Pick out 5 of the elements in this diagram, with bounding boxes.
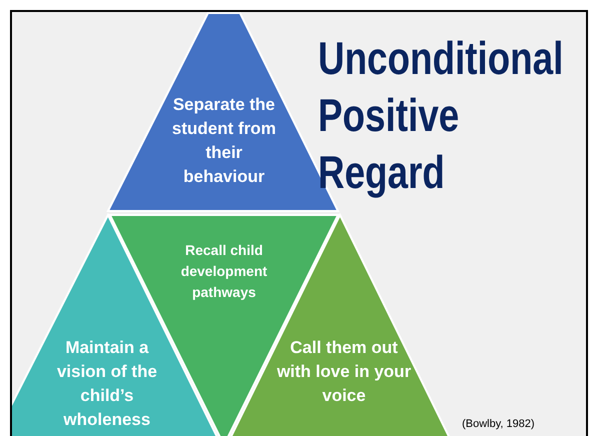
segment-text: Maintain a vision of the child’s wholeness <box>56 337 158 431</box>
segment-text: Call them out with love in your voice <box>276 337 412 407</box>
segment-text: Recall child development pathways <box>180 241 268 302</box>
title: Unconditional Positive Regard <box>318 31 564 200</box>
segment-text: Separate the student from their behaviour <box>171 94 277 188</box>
